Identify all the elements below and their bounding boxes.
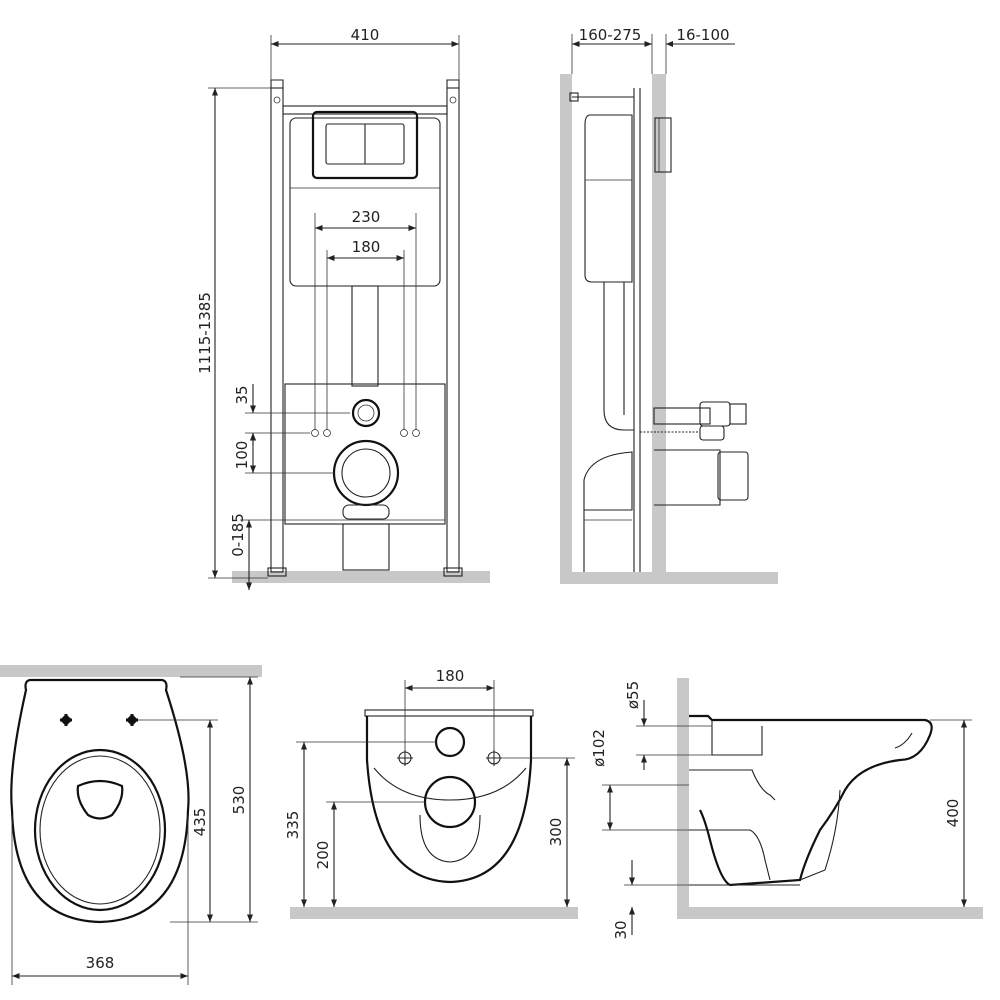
drain-elbow — [583, 451, 633, 572]
right-post — [446, 87, 460, 573]
bowl-outline — [10, 678, 190, 924]
dim-outlet-diameter: ø102 — [590, 729, 608, 767]
dim-plate-outer: 230 — [352, 208, 381, 226]
bowl-top-edge — [364, 709, 534, 717]
dim-foot-adjust: 0-185 — [229, 513, 247, 557]
floor-strip-side — [560, 572, 778, 584]
dim-bolt-height: 335 — [284, 811, 302, 840]
dim-bowl-width: 368 — [86, 954, 115, 972]
floor-strip-back — [290, 907, 578, 919]
dim-inlet-diameter: ø55 — [624, 681, 642, 709]
dim-outlet-height: 200 — [314, 841, 332, 870]
wall-strip-top — [0, 665, 262, 677]
frame-front-view: 410 230 180 1115-1385 35 100 0-185 — [196, 26, 490, 590]
front-wall — [652, 74, 666, 574]
dim-frame-depth: 160-275 — [579, 26, 642, 44]
dim-frame-height: 1115-1385 — [196, 292, 214, 374]
flush-plate-side — [654, 117, 672, 173]
bowl-side-outline — [689, 714, 933, 887]
wall-strip-side — [677, 678, 689, 918]
cistern-side — [584, 114, 633, 283]
left-post — [270, 87, 284, 573]
dim-inlet-height: 300 — [547, 818, 565, 847]
floor-strip — [232, 571, 490, 583]
dim-pipe-offset: 35 — [233, 385, 251, 404]
frame-side-view: 160-275 16-100 — [560, 26, 778, 584]
dim-bowl-length: 530 — [230, 786, 248, 815]
back-wall-left — [560, 74, 572, 574]
dim-bowl-height: 400 — [944, 799, 962, 828]
flush-pipe — [351, 285, 379, 387]
outlet-hole — [423, 775, 477, 829]
dim-plate-inner: 180 — [352, 238, 381, 256]
dim-outlet-offset: 100 — [233, 441, 251, 470]
bowl-rim — [33, 748, 167, 912]
drain-outlet — [332, 439, 400, 507]
bowl-back-view: 180 335 200 300 — [284, 667, 578, 919]
floor-strip-bowl — [677, 907, 983, 919]
bowl-back-outline — [365, 716, 533, 884]
inlet-hole — [434, 726, 466, 758]
bowl-side-view: ø55 ø102 400 30 — [590, 678, 983, 940]
dim-bolt-to-back: 435 — [191, 808, 209, 837]
water-inlet — [351, 398, 381, 428]
flush-plate — [311, 110, 419, 180]
dim-frame-width: 410 — [351, 26, 380, 44]
drain-pipe — [342, 523, 390, 571]
dim-wall-gap: 16-100 — [676, 26, 729, 44]
dim-floor-gap: 30 — [612, 920, 630, 939]
drain-hole — [76, 779, 124, 820]
bowl-top-view: 530 435 368 — [0, 665, 262, 985]
dim-bolt-spacing: 180 — [436, 667, 465, 685]
